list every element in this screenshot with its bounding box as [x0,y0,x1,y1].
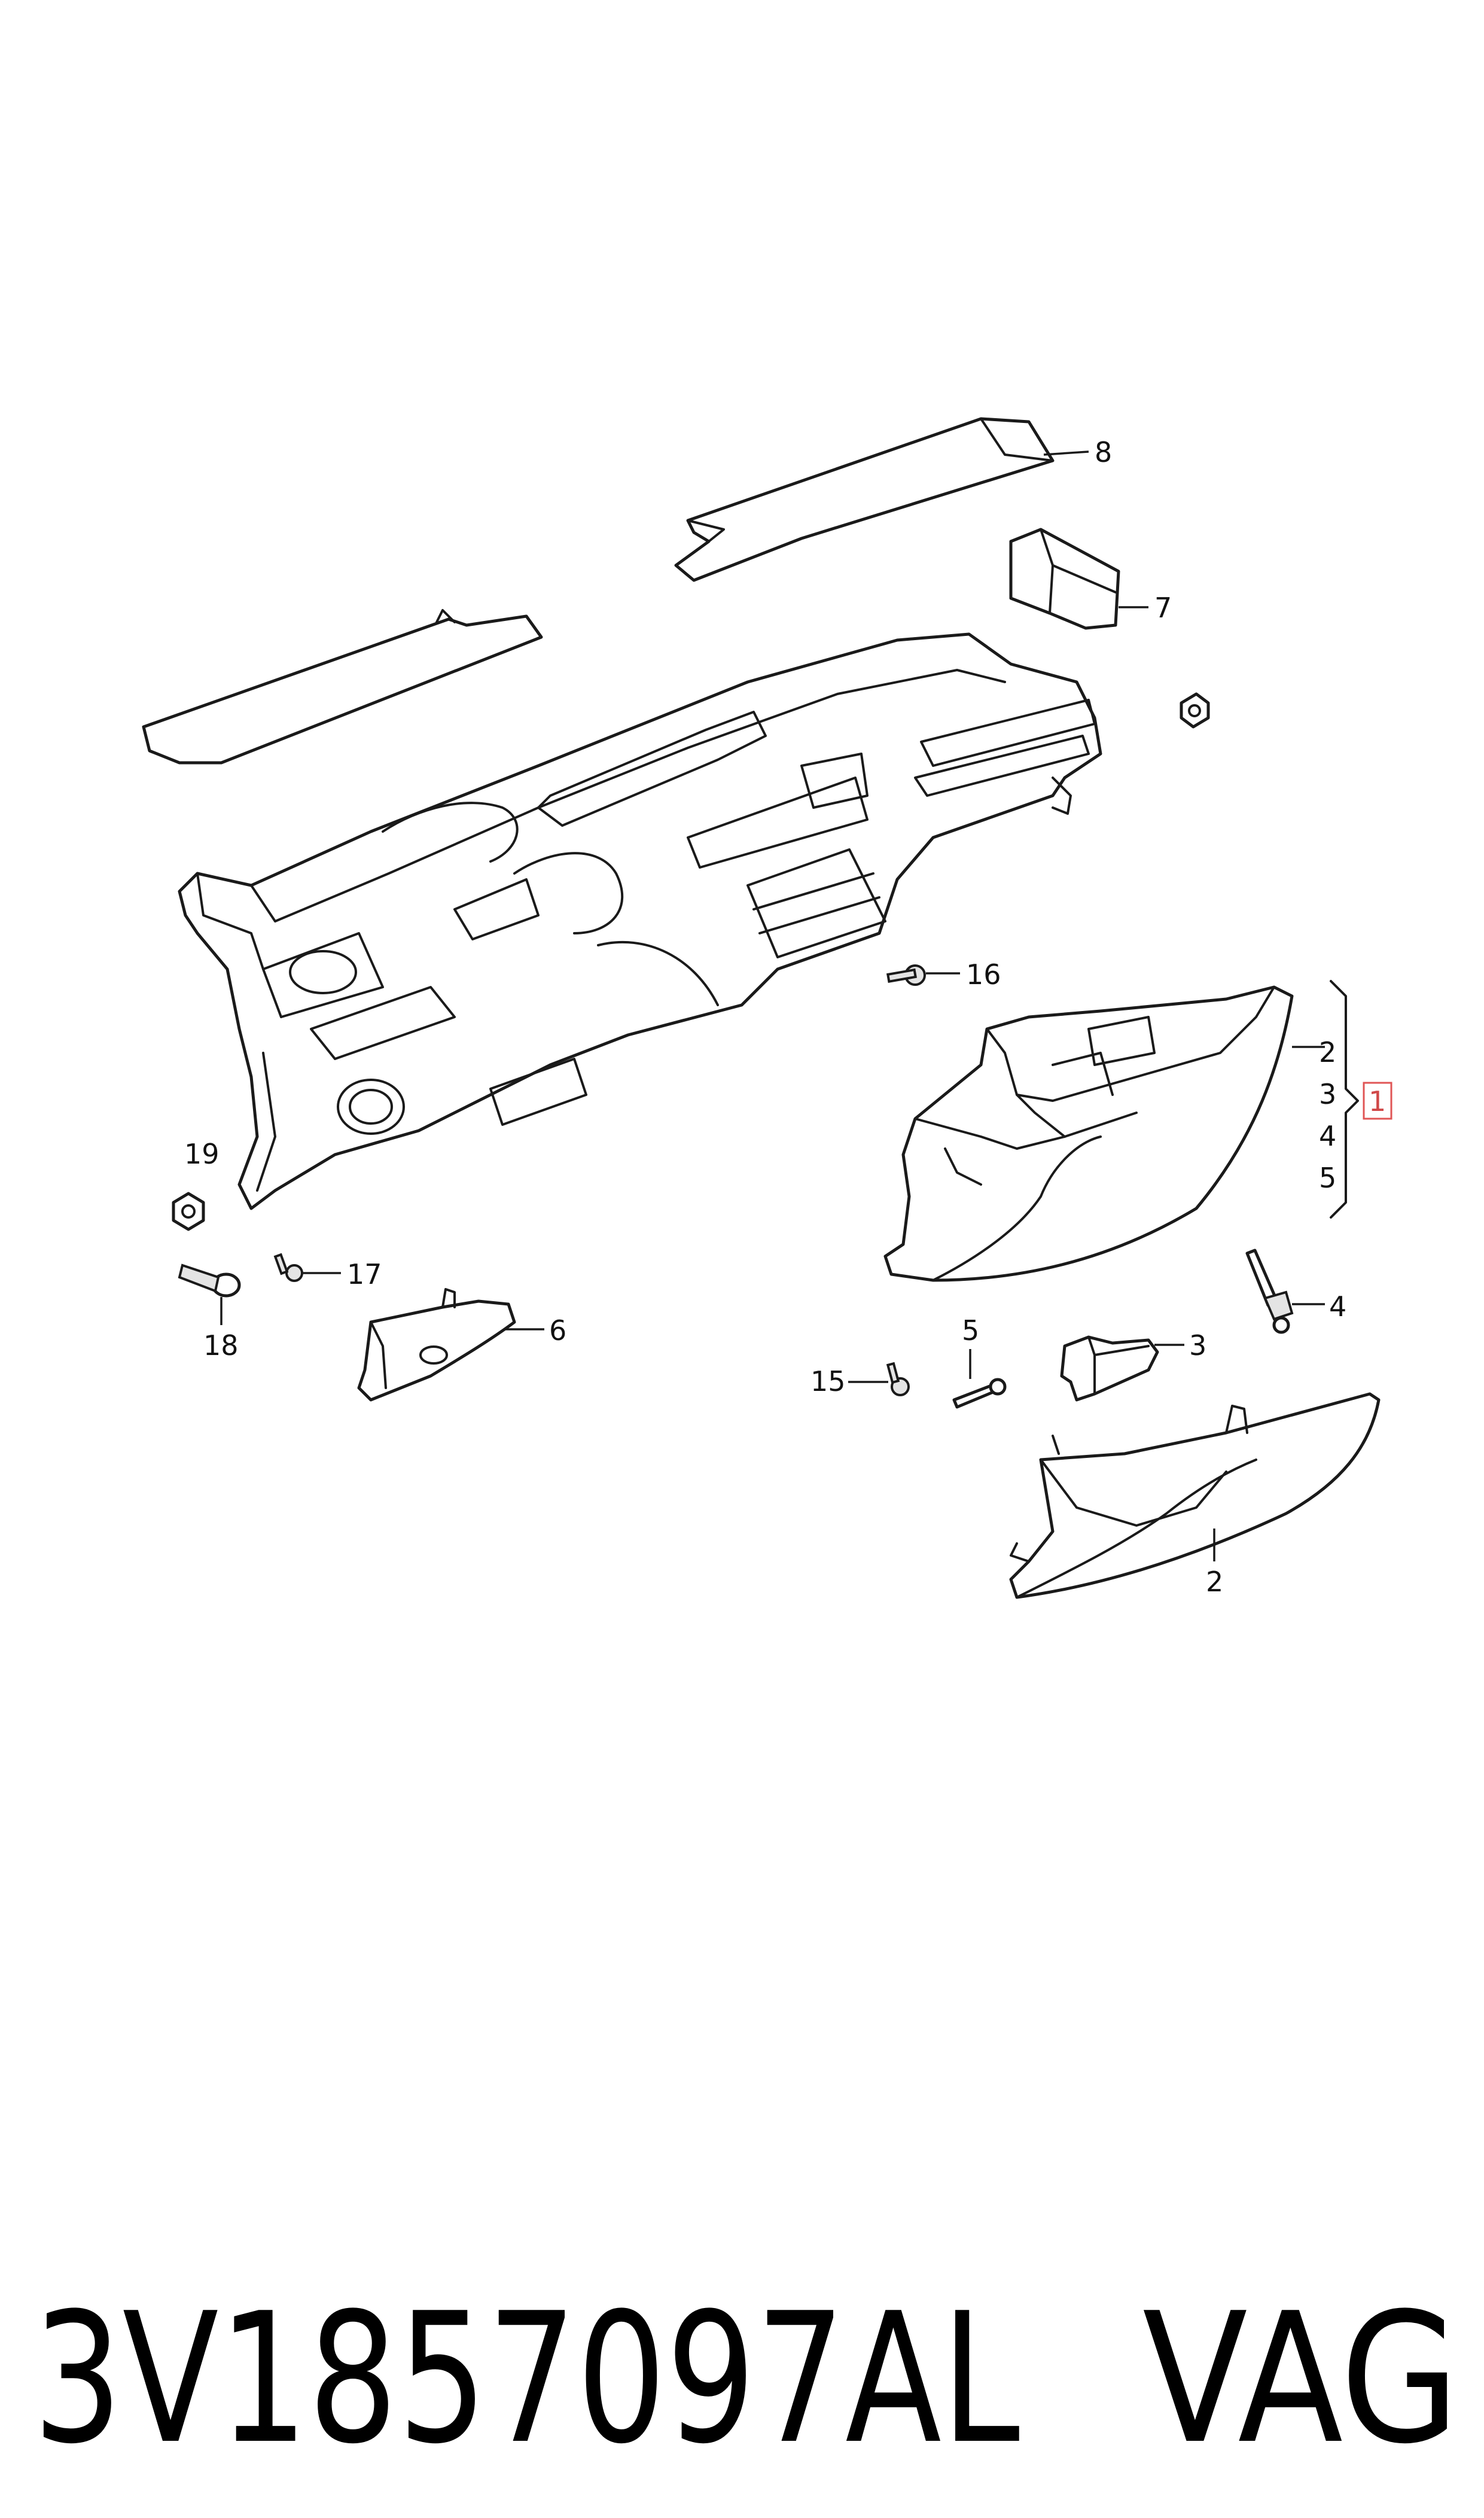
callout-1[interactable]: 1 [1369,1085,1386,1118]
callout-5: 5 [962,1314,979,1347]
nut [1180,692,1210,729]
part-17-screw [273,1253,303,1282]
dashboard-assembly [178,632,1102,1210]
part-5-pin [952,1378,1007,1409]
part-4-switch [1245,1249,1294,1334]
callout-16: 16 [966,958,1001,991]
callout-3: 3 [1189,1329,1206,1362]
part-1-glovebox-assembly [883,985,1294,1282]
callout-18: 18 [203,1329,239,1362]
callout-4-group: 4 [1319,1120,1336,1152]
part-15-screw [886,1362,910,1396]
part-2-glovebox-lid [1009,1392,1381,1599]
callout-7: 7 [1154,592,1172,624]
callout-5-group: 5 [1319,1162,1336,1194]
callout-4: 4 [1329,1290,1346,1323]
brand-name: VAG [1142,2275,1459,2483]
part-18-bolt [178,1263,241,1298]
part-19-nut [172,1192,205,1231]
callout-3-group: 3 [1319,1078,1336,1110]
part-8-dash-cover-right [674,417,1055,582]
group-bracket [1330,980,1359,1219]
part-7-bracket [1009,528,1120,630]
callout-15: 15 [810,1365,846,1397]
callout-2: 2 [1206,1566,1223,1598]
part-8-dash-cover-left [142,609,543,765]
callout-1-box[interactable] [1363,1082,1392,1120]
part-6-trim-cover [357,1288,516,1402]
callout-2-group: 2 [1319,1036,1336,1068]
part-16-screw [886,964,926,986]
part-3-latch [1060,1335,1159,1402]
callout-6: 6 [549,1314,566,1347]
callout-8: 8 [1095,436,1112,468]
callout-19: 19 [184,1138,220,1170]
leader-8 [1043,450,1089,456]
part-number: 3V1857097AL [33,2275,1020,2483]
callout-17: 17 [347,1258,382,1290]
